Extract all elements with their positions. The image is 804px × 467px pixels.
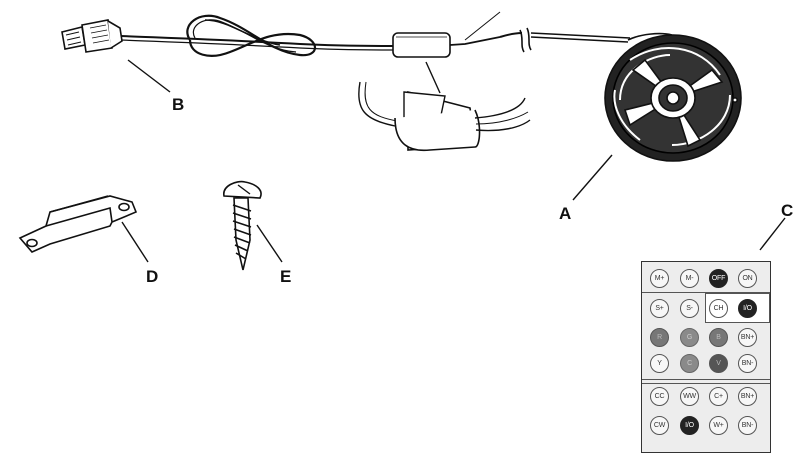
- led-reel-icon: [604, 32, 742, 162]
- label-b: B: [172, 95, 185, 114]
- cable-break-icon: [519, 27, 631, 53]
- usb-cable: [120, 14, 396, 57]
- remote-button-y[interactable]: Y: [650, 354, 669, 373]
- leader-controller: [425, 61, 441, 94]
- remote-button-bn-minus-2[interactable]: BN-: [738, 416, 757, 435]
- remote-divider: [642, 383, 770, 384]
- remote-button-bn-minus[interactable]: BN-: [738, 354, 757, 373]
- remote-button-c[interactable]: C: [680, 354, 699, 373]
- remote-divider: [642, 292, 770, 293]
- remote-button-on[interactable]: ON: [738, 269, 757, 288]
- remote-button-io-2[interactable]: I/O: [680, 416, 699, 435]
- leader-a: [572, 154, 613, 201]
- leader-c: [759, 217, 786, 251]
- label-e: E: [280, 267, 292, 286]
- remote-button-ch[interactable]: CH: [709, 299, 728, 318]
- remote-button-m-plus[interactable]: M+: [650, 269, 669, 288]
- remote-button-ww[interactable]: WW: [680, 387, 699, 406]
- remote-control: M+ M- OFF ON S+ S- CH I/O R G B BN+ Y C …: [641, 261, 771, 453]
- remote-button-w-plus[interactable]: W+: [709, 416, 728, 435]
- leader-d: [121, 221, 149, 263]
- remote-button-c-plus[interactable]: C+: [709, 387, 728, 406]
- power-wires-icon: [358, 81, 531, 152]
- remote-button-m-minus[interactable]: M-: [680, 269, 699, 288]
- remote-button-v[interactable]: V: [709, 354, 728, 373]
- remote-button-b[interactable]: B: [709, 328, 728, 347]
- remote-button-s-plus[interactable]: S+: [650, 299, 669, 318]
- leader-lines: [121, 59, 786, 263]
- inline-controller-icon: [392, 11, 523, 58]
- remote-button-bn-plus[interactable]: BN+: [738, 328, 757, 347]
- mounting-clip-icon: [18, 195, 138, 253]
- remote-button-cw[interactable]: CW: [650, 416, 669, 435]
- leader-b: [127, 59, 171, 93]
- remote-divider: [642, 379, 770, 380]
- screw-icon: [223, 180, 262, 271]
- remote-button-cc[interactable]: CC: [650, 387, 669, 406]
- remote-button-io[interactable]: I/O: [738, 299, 757, 318]
- leader-e: [256, 224, 283, 263]
- remote-button-off[interactable]: OFF: [709, 269, 728, 288]
- label-a: A: [559, 204, 572, 223]
- label-c: C: [781, 201, 794, 220]
- remote-button-s-minus[interactable]: S-: [680, 299, 699, 318]
- usb-plug-icon: [61, 19, 123, 53]
- remote-button-g[interactable]: G: [680, 328, 699, 347]
- remote-button-bn-plus-2[interactable]: BN+: [738, 387, 757, 406]
- remote-button-r[interactable]: R: [650, 328, 669, 347]
- label-d: D: [146, 267, 159, 286]
